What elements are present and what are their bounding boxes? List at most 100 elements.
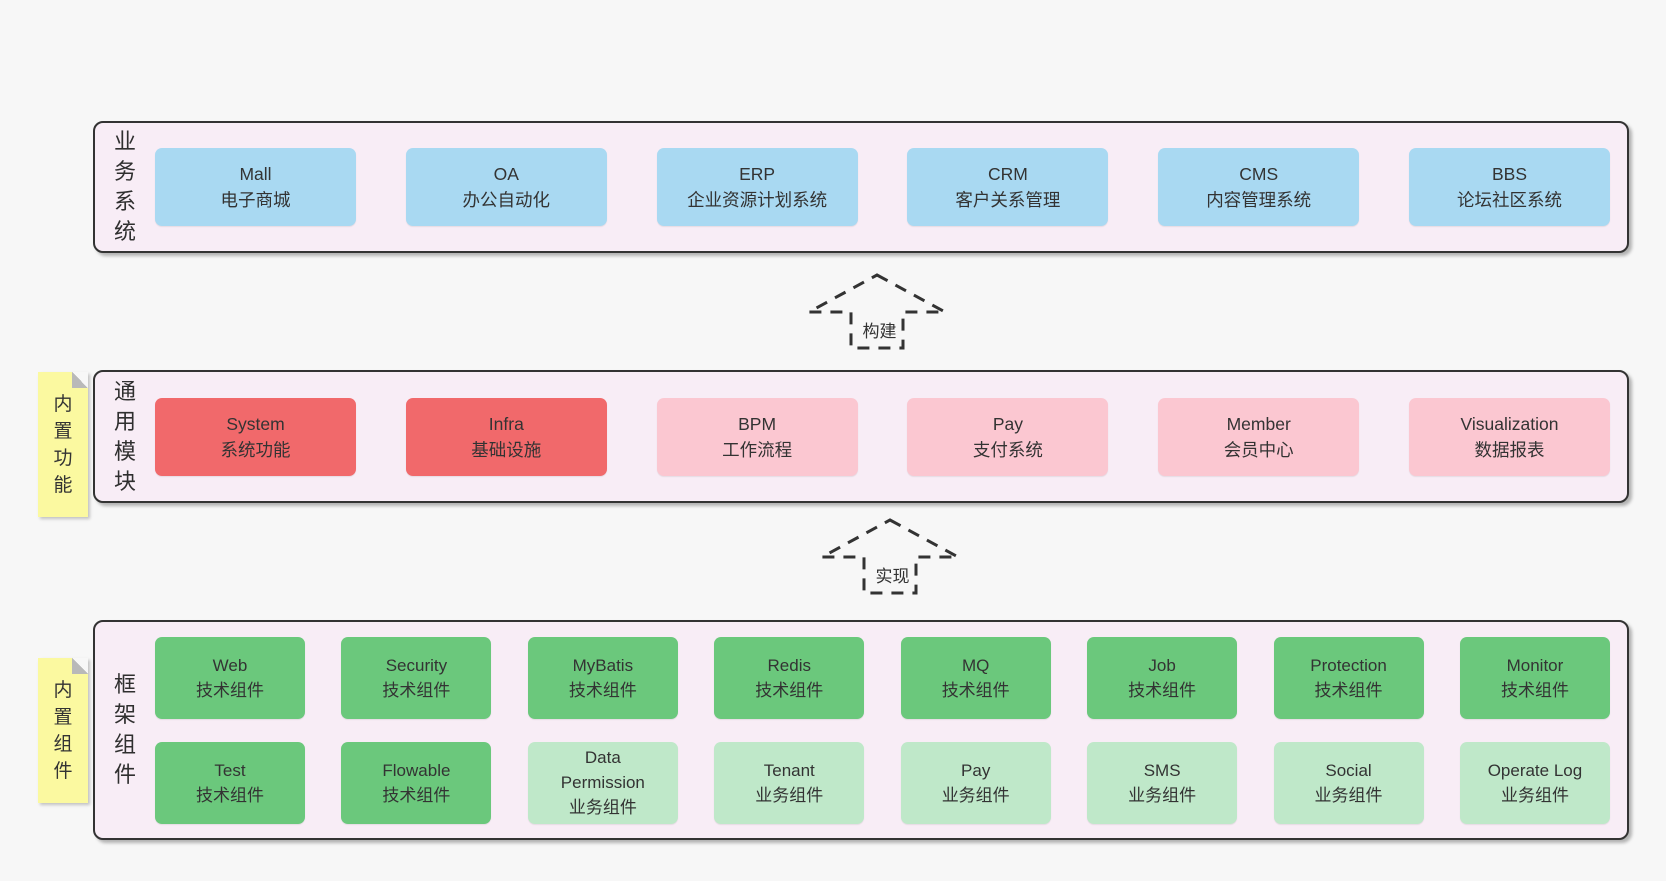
folded-corner-icon <box>72 658 88 674</box>
module-box-cms: CMS 内容管理系统 <box>1158 148 1360 226</box>
band-label-text: 业务系统 <box>113 129 136 244</box>
module-desc: 工作流程 <box>722 439 793 460</box>
module-box-mall: Mall 电子商城 <box>155 148 356 226</box>
module-desc: 内容管理系统 <box>1206 190 1312 210</box>
module-name: Security <box>385 655 448 675</box>
module-desc: 企业资源计划系统 <box>687 190 828 210</box>
module-box-protection: Protection 技术组件 <box>1273 636 1424 719</box>
module-desc: 论坛社区系统 <box>1456 190 1562 210</box>
module-desc: 会员中心 <box>1223 439 1294 460</box>
module-name: Data Permission <box>560 748 645 792</box>
module-name: Test <box>214 760 246 780</box>
module-desc: 业务组件 <box>755 785 824 805</box>
dashed-up-arrow-shape <box>808 273 946 350</box>
module-name: Mall <box>239 164 272 184</box>
band-label-text: 通用模块 <box>113 378 136 494</box>
module-desc: 技术组件 <box>196 680 264 700</box>
module-box-system: System 系统功能 <box>155 397 356 476</box>
sticky-note-builtin-features: 内置功能 <box>38 372 88 517</box>
module-box-test: Test 技术组件 <box>155 741 305 824</box>
module-box-mq: MQ 技术组件 <box>900 636 1051 719</box>
module-desc: 支付系统 <box>972 439 1043 460</box>
sticky-note-builtin-components: 内置组件 <box>38 658 88 803</box>
module-desc: 技术组件 <box>382 680 451 700</box>
module-name: MQ <box>961 655 990 675</box>
module-name: Social <box>1325 760 1372 780</box>
module-box-redis: Redis 技术组件 <box>714 636 865 719</box>
module-desc: 技术组件 <box>941 680 1010 700</box>
module-box-web: Web 技术组件 <box>155 636 305 719</box>
module-desc: 技术组件 <box>1314 680 1383 700</box>
band-label-business-systems: 业务系统 <box>95 123 155 251</box>
module-desc: 技术组件 <box>755 680 824 700</box>
sticky-text: 内置功能 <box>53 393 73 496</box>
module-box-sms: SMS 业务组件 <box>1087 741 1238 824</box>
module-desc: 业务组件 <box>1128 785 1197 805</box>
module-name: Tenant <box>763 760 815 780</box>
module-box-social: Social 业务组件 <box>1273 741 1424 824</box>
module-desc: 技术组件 <box>1128 680 1197 700</box>
module-box-erp: ERP 企业资源计划系统 <box>656 148 858 226</box>
arrow-up-build: 构建 <box>805 273 949 350</box>
arrow-up-implement: 实现 <box>818 518 962 595</box>
module-name: Member <box>1226 413 1291 434</box>
module-desc: 技术组件 <box>196 785 264 805</box>
module-name: BPM <box>738 413 777 434</box>
module-desc: 业务组件 <box>568 798 637 817</box>
module-name: OA <box>493 164 519 184</box>
module-desc: 业务组件 <box>941 785 1010 805</box>
module-desc: 数据报表 <box>1474 439 1545 460</box>
module-desc: 电子商城 <box>220 190 291 210</box>
module-desc: 基础设施 <box>471 439 542 460</box>
module-box-infra: Infra 基础设施 <box>405 397 607 476</box>
module-name: Visualization <box>1460 413 1559 434</box>
module-box-tenant: Tenant 业务组件 <box>714 741 865 824</box>
module-name: SMS <box>1143 760 1181 780</box>
module-name: Job <box>1148 655 1176 675</box>
module-name: Protection <box>1310 655 1387 675</box>
module-name: Redis <box>767 655 811 675</box>
module-box-visualization: Visualization 数据报表 <box>1408 397 1610 476</box>
module-name: CMS <box>1239 164 1279 184</box>
module-box-operate-log: Operate Log 业务组件 <box>1459 741 1610 824</box>
module-desc: 系统功能 <box>220 439 291 460</box>
module-desc: 业务组件 <box>1500 785 1569 805</box>
module-box-bpm: BPM 工作流程 <box>656 397 858 476</box>
module-desc: 业务组件 <box>1314 785 1383 805</box>
module-box-bbs: BBS 论坛社区系统 <box>1408 148 1610 226</box>
module-name: Infra <box>488 413 524 434</box>
module-name: Monitor <box>1506 655 1564 675</box>
module-name: Web <box>212 655 248 675</box>
band-label-text: 框架组件 <box>113 672 136 787</box>
module-box-data-permission: Data Permission 业务组件 <box>527 741 678 824</box>
module-desc: 技术组件 <box>1500 680 1569 700</box>
module-name: System <box>226 413 285 434</box>
module-name: Operate Log <box>1487 760 1583 780</box>
arrow-label-implement: 实现 <box>871 560 914 589</box>
module-name: BBS <box>1491 164 1527 184</box>
arrow-label-build: 构建 <box>858 315 901 344</box>
module-name: ERP <box>739 164 776 184</box>
module-box-pay: Pay 业务组件 <box>900 741 1051 824</box>
module-desc: 客户关系管理 <box>955 190 1061 210</box>
sticky-text: 内置组件 <box>53 679 73 782</box>
module-desc: 办公自动化 <box>462 190 551 210</box>
folded-corner-icon <box>72 372 88 388</box>
module-desc: 技术组件 <box>568 680 637 700</box>
module-box-member: Member 会员中心 <box>1158 397 1360 476</box>
module-box-oa: OA 办公自动化 <box>405 148 607 226</box>
module-box-monitor: Monitor 技术组件 <box>1459 636 1610 719</box>
module-name: Pay <box>961 760 991 780</box>
